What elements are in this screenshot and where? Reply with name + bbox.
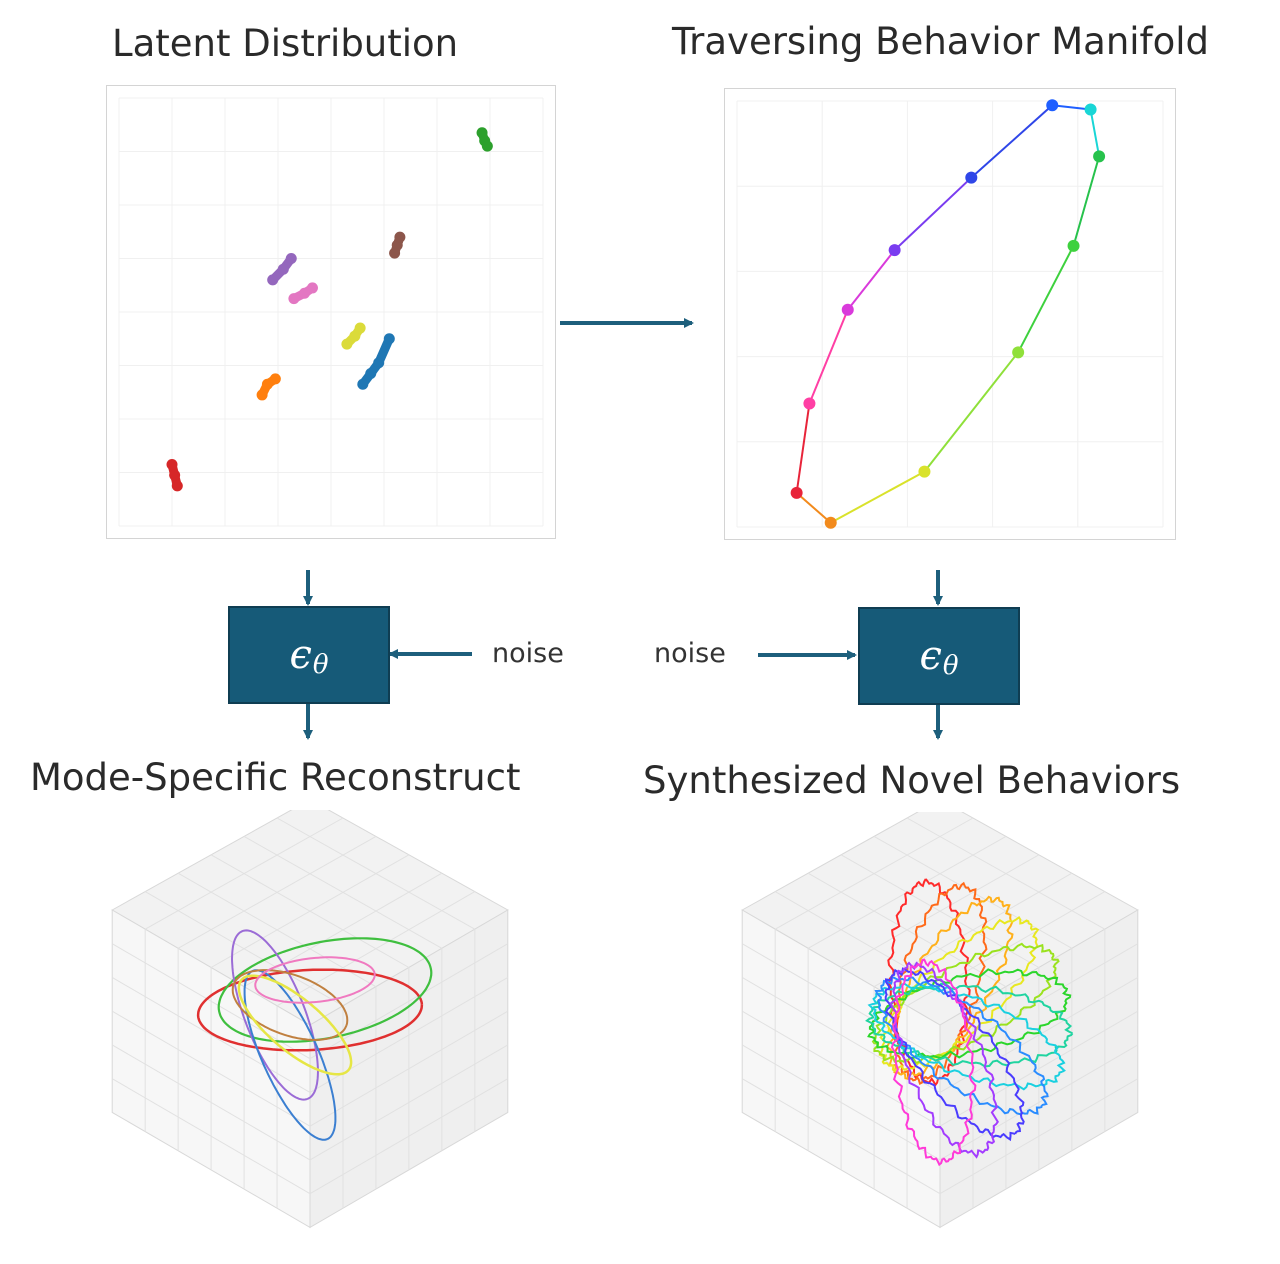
traversal-segment: [1072, 156, 1101, 247]
synthesized-3d-svg: [741, 812, 1139, 1229]
trajectory-curve: [867, 968, 1072, 1060]
latent-distribution-title: Latent Distribution: [112, 22, 459, 65]
trajectory-curve: [892, 881, 988, 1086]
traversal-point: [1046, 99, 1059, 112]
manifold-traversal-plot: [724, 88, 1176, 540]
traversal-segment: [846, 249, 896, 311]
trajectory-curve: [887, 878, 971, 1087]
theta-subscript: θ: [312, 650, 329, 680]
traversal-segment: [795, 492, 832, 524]
noise-label-left: noise: [492, 638, 564, 669]
trajectory-curve: [231, 969, 349, 1041]
traversal-point: [888, 244, 901, 257]
scatter-point: [349, 330, 361, 342]
scatter-point: [373, 357, 385, 369]
trajectory-curve: [867, 982, 1066, 1091]
noise-label-right: noise: [654, 638, 726, 669]
scatter-point: [261, 378, 273, 390]
trajectory-curve: [878, 915, 1040, 1073]
scatter-point: [481, 140, 493, 152]
trajectory-curve: [890, 958, 977, 1167]
trajectory-curve: [874, 976, 1049, 1116]
traversal-segment: [1017, 245, 1075, 353]
traversal-segment: [808, 309, 849, 404]
traversal-segment: [830, 470, 925, 524]
trajectory-curve: [884, 967, 1025, 1142]
epsilon-symbol: ϵ: [289, 632, 312, 678]
traversal-point: [965, 171, 978, 184]
trajectory-curve: [871, 942, 1060, 1064]
traversal-point: [803, 397, 816, 410]
trajectory-curve: [230, 929, 320, 1101]
traversal-segment: [970, 104, 1053, 179]
reconstruction-3d-plot: [60, 810, 560, 1250]
scatter-point: [285, 253, 297, 264]
latent-scatter-plot: [106, 85, 556, 539]
traversing-manifold-title: Traversing Behavior Manifold: [672, 20, 1209, 63]
traversal-point: [1093, 150, 1106, 163]
scatter-point: [171, 480, 183, 492]
trajectory-curve: [865, 982, 1074, 1068]
trajectory-curve: [254, 956, 376, 1004]
theta-subscript: θ: [942, 651, 959, 681]
traversal-point: [1067, 239, 1080, 252]
scatter-point: [394, 231, 406, 243]
traversal-point: [1084, 103, 1097, 116]
trajectory-curve: [889, 961, 1000, 1159]
scatter-point: [365, 368, 377, 380]
manifold-traversal-svg: [736, 99, 1164, 529]
scatter-point: [169, 469, 181, 481]
traversal-point: [841, 303, 854, 316]
synthesized-title: Synthesized Novel Behaviors: [643, 759, 1181, 802]
scatter-point: [269, 373, 281, 385]
traversal-segment: [795, 403, 811, 494]
scatter-point: [166, 458, 178, 470]
synthesized-3d-plot: [690, 812, 1190, 1252]
trajectory-curve: [885, 895, 1014, 1080]
scatter-point: [288, 293, 300, 305]
scatter-point: [383, 333, 395, 345]
reconstruction-3d-svg: [111, 810, 509, 1229]
scatter-point: [277, 263, 289, 275]
traversal-point: [1012, 346, 1025, 359]
latent-scatter-svg: [118, 97, 544, 527]
traversal-point: [824, 516, 837, 529]
scatter-point: [354, 322, 366, 334]
scatter-point: [267, 274, 279, 286]
scatter-point: [341, 338, 353, 350]
trajectory-curve: [196, 968, 424, 1052]
mode-specific-title: Mode-Specific Reconstruct: [30, 756, 521, 799]
trajectory-curve: [217, 937, 433, 1043]
scatter-point: [299, 287, 310, 299]
epsilon-symbol: ϵ: [919, 633, 942, 679]
scatter-point: [357, 378, 369, 390]
traversal-segment: [1052, 104, 1091, 111]
traversal-segment: [1089, 109, 1101, 157]
traversal-segment: [923, 351, 1019, 473]
scatter-point: [306, 282, 318, 294]
cube-grid-line: [276, 891, 476, 1007]
scatter-point: [256, 389, 268, 401]
traversal-point: [790, 486, 803, 499]
traversal-point: [918, 465, 931, 478]
traversal-segment: [893, 176, 972, 251]
scatter-point: [389, 247, 401, 259]
trajectory-curve: [237, 974, 353, 1076]
cube-grid-line: [906, 891, 1106, 1007]
